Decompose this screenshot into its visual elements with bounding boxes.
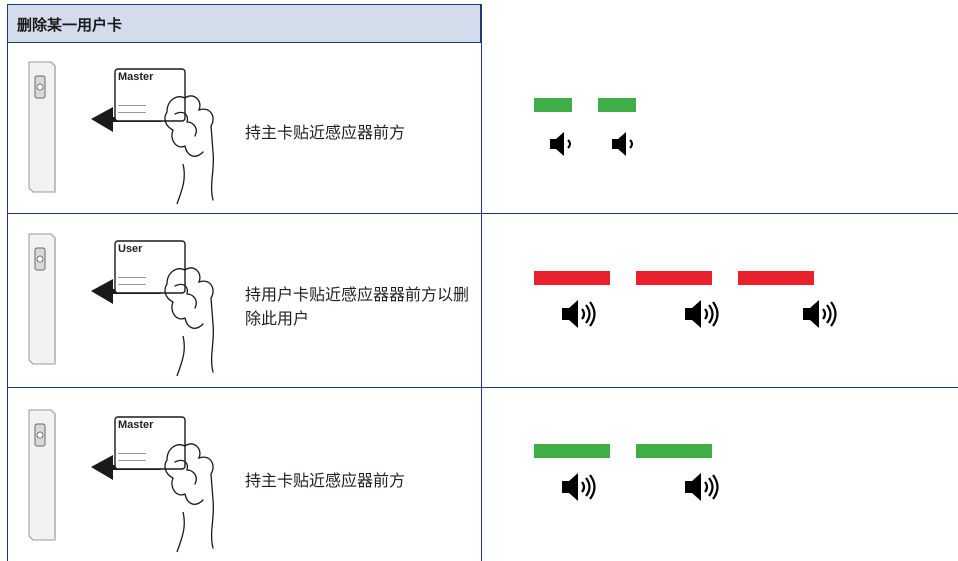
card-reader-device [28, 409, 56, 541]
reader-card-illustration [28, 233, 215, 377]
red-led-indicator [534, 271, 610, 285]
red-led-indicator [738, 271, 814, 285]
page-title: 删除某一用户卡 [17, 16, 123, 34]
speaker-long-beep-icon [685, 300, 719, 328]
card-label: User [118, 243, 143, 255]
speaker-long-beep-icon [562, 473, 596, 501]
green-led-indicator [636, 444, 712, 458]
card-subtext [118, 277, 146, 285]
card-label: Master [118, 71, 154, 83]
table-column-divider [481, 4, 482, 561]
instruction-table: 删除某一用户卡 Master 持主卡贴近感应器前方 [7, 4, 958, 561]
card-reader-device [28, 233, 56, 365]
reader-card-illustration [28, 409, 215, 553]
step-instruction: 持主卡贴近感应器前方 [245, 123, 406, 142]
row-divider [7, 213, 958, 214]
card-subtext [118, 105, 146, 113]
speaker-short-beep-icon [550, 132, 571, 156]
reader-card-illustration [28, 61, 215, 205]
green-led-indicator [598, 98, 636, 112]
card-label: Master [118, 419, 154, 431]
speaker-long-beep-icon [562, 300, 596, 328]
step-instruction: 持用户卡贴近感应器器前方以删除此用户 [245, 285, 470, 328]
green-led-indicator [534, 444, 610, 458]
table-header: 删除某一用户卡 [7, 4, 481, 43]
green-led-indicator [534, 98, 572, 112]
speaker-short-beep-icon [612, 132, 633, 156]
row-divider [7, 387, 958, 388]
card-reader-device [28, 61, 56, 193]
speaker-long-beep-icon [685, 473, 719, 501]
table-left-border [7, 43, 8, 561]
card-subtext [118, 453, 146, 461]
step-instruction: 持主卡贴近感应器前方 [245, 471, 406, 490]
red-led-indicator [636, 271, 712, 285]
speaker-long-beep-icon [803, 300, 837, 328]
